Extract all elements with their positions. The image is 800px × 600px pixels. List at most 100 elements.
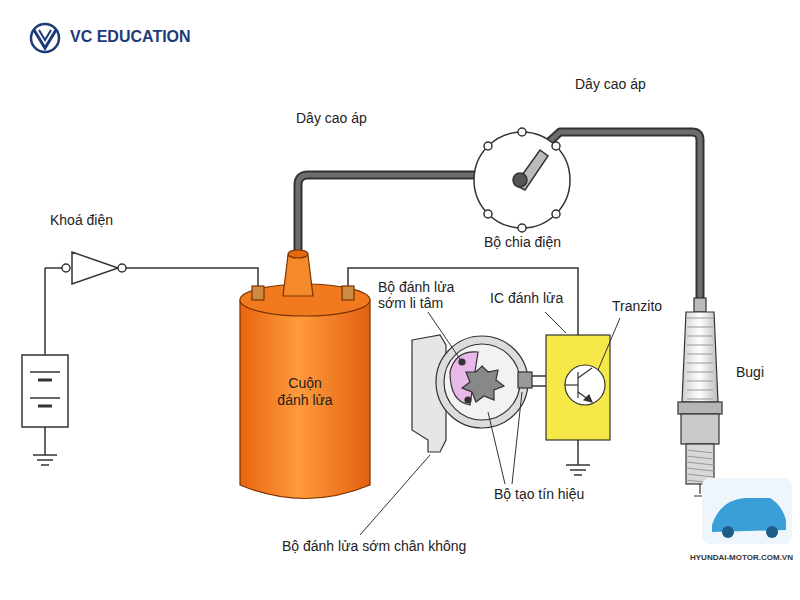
signal-wire xyxy=(532,376,546,386)
part-label: Bugi xyxy=(736,364,764,380)
ignition-coil-part xyxy=(288,250,308,258)
plug-thread-part xyxy=(686,468,714,471)
leader-line-part xyxy=(360,455,430,535)
spark-plug-part xyxy=(694,298,706,312)
battery-symbol-part xyxy=(33,454,57,456)
ignition-ic-part xyxy=(546,335,610,440)
distributor-cap-part xyxy=(552,210,560,218)
spark-plug-ribs-part xyxy=(687,327,713,328)
distributor-housing-part xyxy=(518,372,532,388)
part-label: Bộ chia điện xyxy=(484,234,561,250)
signal-wire-part xyxy=(532,385,546,387)
ignition-switch-part xyxy=(62,264,70,272)
distributor-cap-part xyxy=(518,224,526,232)
battery-symbol-part xyxy=(44,427,46,455)
plug-thread-part xyxy=(686,474,714,477)
watermark-logo-part xyxy=(722,526,734,538)
ignition-switch-part xyxy=(72,252,118,284)
distributor-cap-part xyxy=(552,142,560,150)
spark-plug-ribs-part xyxy=(687,363,713,364)
plug-thread-part xyxy=(686,456,714,459)
spark-plug-part xyxy=(682,312,718,402)
ignition-ic-part xyxy=(578,392,592,402)
primary-wire-part xyxy=(348,268,578,335)
distributor-cap-part xyxy=(484,210,492,218)
watermark-logo xyxy=(702,478,792,544)
ignition-ic xyxy=(546,335,610,440)
spark-plug-ribs-part xyxy=(687,372,713,373)
spark-plug xyxy=(678,298,722,496)
battery-symbol-part xyxy=(41,464,49,466)
part-label: Bộ đánh lửa sớm li tâm xyxy=(378,279,474,311)
spark-plug-part xyxy=(681,414,719,444)
distributor-cap-part xyxy=(484,142,492,150)
spark-plug-ribs xyxy=(687,318,713,399)
distributor-cap xyxy=(474,128,570,232)
leader-line xyxy=(360,312,620,535)
battery-symbol-part xyxy=(38,405,52,408)
logo-icon-part xyxy=(34,30,56,48)
battery-symbol-part xyxy=(22,355,68,427)
battery-symbol-part xyxy=(44,268,46,355)
watermark-logo-part xyxy=(766,526,778,538)
part-label: IC đánh lửa xyxy=(490,290,563,306)
ignition-ic-part xyxy=(578,368,592,378)
watermark-text: HYUNDAI-MOTOR.COM.VN xyxy=(690,553,793,562)
spark-plug-part xyxy=(686,444,714,484)
primary-wire-part xyxy=(566,464,590,466)
spark-plug-part xyxy=(678,402,722,414)
distributor-housing-part xyxy=(465,397,471,403)
battery-symbol-part xyxy=(30,397,60,399)
ignition-ic-part xyxy=(565,365,605,405)
ignition-switch-part xyxy=(126,268,258,288)
primary-wire-part xyxy=(577,440,579,465)
ignition-switch-part xyxy=(45,267,62,269)
signal-wire-part xyxy=(532,375,546,377)
ignition-switch-part xyxy=(118,264,126,272)
coil-label-box: Cuộn đánh lửa xyxy=(266,369,344,415)
leader-line-part xyxy=(488,412,505,484)
distributor-cap-part xyxy=(474,132,570,228)
part-label: Bộ đánh lửa sớm chân không xyxy=(282,538,466,554)
battery-symbol-part xyxy=(30,371,60,373)
battery-symbol-part xyxy=(37,459,53,461)
primary-wire-part xyxy=(570,469,586,471)
spark-plug-ribs-part xyxy=(687,354,713,355)
distributor-cap-part xyxy=(518,128,526,136)
distributor-cap-part xyxy=(513,173,527,187)
plug-thread-part xyxy=(686,450,714,453)
battery-symbol-part xyxy=(38,379,52,382)
ignition-coil xyxy=(240,250,370,499)
leader-line-part xyxy=(598,318,620,370)
leader-line-part xyxy=(428,312,462,362)
distributor-housing-part xyxy=(444,344,520,420)
logo-icon-part xyxy=(31,24,59,52)
coil-label: Cuộn đánh lửa xyxy=(272,375,338,409)
cable-label: Dây cao áp xyxy=(575,76,646,92)
ignition-coil-part xyxy=(240,300,370,499)
spark-plug-ribs-part xyxy=(687,399,713,400)
part-label: Khoá điện xyxy=(50,212,113,228)
ignition-ic-part xyxy=(584,395,592,402)
distributor-housing xyxy=(436,336,532,428)
leader-line-part xyxy=(545,312,566,333)
battery-symbol xyxy=(22,268,68,465)
distributor-housing-part xyxy=(436,336,528,428)
logo-text: VC EDUCATION xyxy=(70,28,191,46)
high-voltage-cable xyxy=(298,132,700,300)
spark-plug-ribs-part xyxy=(687,381,713,382)
ignition-coil-part xyxy=(342,286,354,300)
part-label: Bộ tạo tín hiệu xyxy=(494,486,584,502)
logo-icon-part xyxy=(39,30,51,40)
leader-line-part xyxy=(512,392,522,484)
watermark-logo-part xyxy=(702,478,792,544)
cable-label: Dây cao áp xyxy=(296,110,367,126)
logo-icon xyxy=(31,24,59,52)
spark-plug-ribs-part xyxy=(687,336,713,337)
plug-thread-part xyxy=(686,462,714,465)
primary-wire-part xyxy=(574,474,582,476)
part-label: Tranzito xyxy=(612,298,662,314)
spark-plug-ribs-part xyxy=(687,390,713,391)
spark-plug-ribs-part xyxy=(687,318,713,319)
